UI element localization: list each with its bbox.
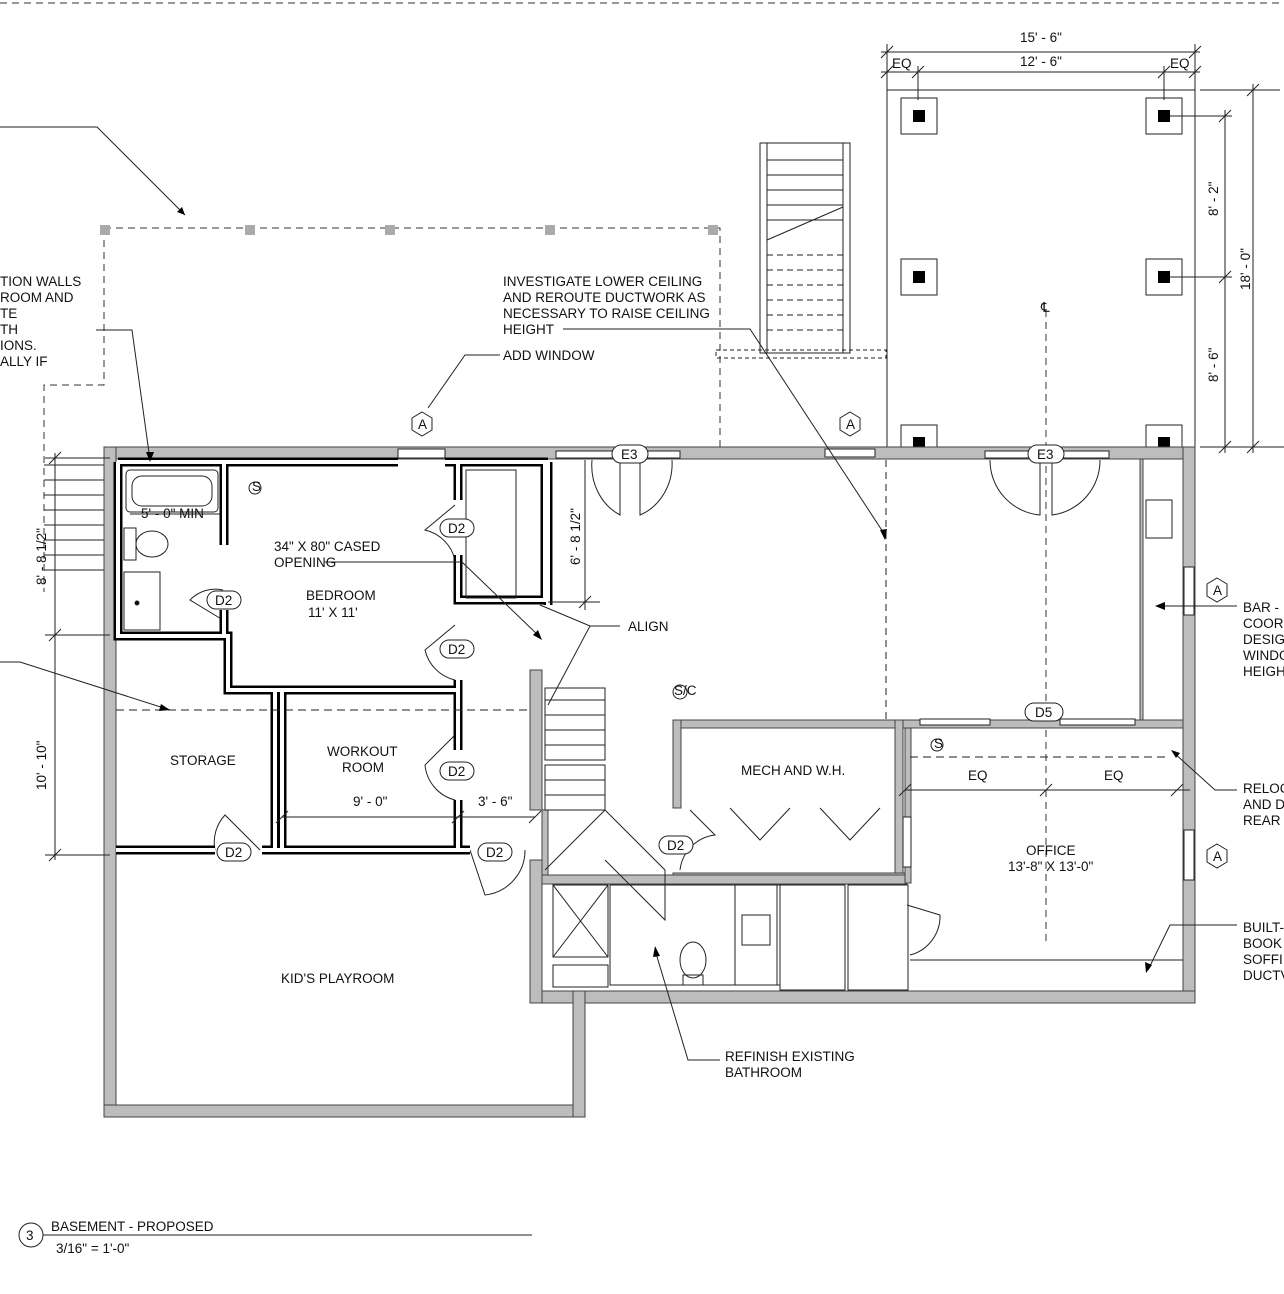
door-tag: D2	[448, 642, 465, 657]
svg-text:BOOK: BOOK	[1243, 936, 1282, 951]
svg-text:RELOC: RELOC	[1243, 781, 1284, 796]
note-bar: BAR - COOR DESIG WINDO HEIGH	[1243, 600, 1284, 679]
svg-text:INVESTIGATE LOWER CEILING: INVESTIGATE LOWER CEILING	[503, 274, 702, 289]
smoke-co-detector: S/C	[674, 683, 697, 698]
room-size-office: 13'-8" X 13'-0"	[1008, 859, 1093, 874]
svg-text:DESIG: DESIG	[1243, 632, 1284, 647]
svg-text:HEIGHT: HEIGHT	[503, 322, 554, 337]
note-add-window: ADD WINDOW	[503, 348, 595, 363]
door-tag: D2	[448, 521, 465, 536]
window-tag: A	[418, 417, 427, 432]
room-name-office: OFFICE	[1026, 843, 1076, 858]
svg-text:DUCTV: DUCTV	[1243, 968, 1284, 983]
door-tags	[206, 444, 1065, 862]
window-tag: A	[846, 417, 855, 432]
note-align: ALIGN	[628, 619, 669, 634]
existing-deck-outline	[43, 225, 721, 592]
door-tag: E3	[621, 447, 638, 462]
svg-text:ROOM AND: ROOM AND	[0, 290, 74, 305]
room-name-workout: WORKOUT	[327, 744, 398, 759]
note-built-in: BUILT- BOOK SOFFI DUCTV	[1243, 920, 1284, 983]
openings	[397, 448, 1195, 881]
exterior-stair	[715, 142, 887, 359]
svg-text:NECESSARY TO RAISE CEILING: NECESSARY TO RAISE CEILING	[503, 306, 710, 321]
room-name-playroom: KID'S PLAYROOM	[281, 971, 394, 986]
window-tag: A	[1213, 849, 1222, 864]
dim-workout-width: 9' - 0"	[353, 794, 388, 809]
note-cased-opening: 34" X 80" CASED	[274, 539, 381, 554]
room-name-mech: MECH AND W.H.	[741, 763, 845, 778]
note-bathroom: REFINISH EXISTING	[725, 1049, 855, 1064]
porch-dimensions	[880, 44, 1284, 454]
dim-porch-depth: 18' - 0"	[1238, 248, 1253, 290]
dim-left-lower: 10' - 10"	[34, 740, 49, 790]
door-tag: D2	[215, 593, 232, 608]
leader-lines	[0, 126, 1237, 1061]
door-tag: D2	[486, 845, 503, 860]
leader-arrows	[146, 207, 1180, 973]
dim-porch-lower: 8' - 6"	[1206, 347, 1221, 382]
smoke-detector: S	[934, 736, 943, 751]
svg-text:TE: TE	[0, 306, 17, 321]
dim-eq: EQ	[892, 56, 912, 71]
dim-eq: EQ	[1170, 56, 1190, 71]
svg-text:WINDO: WINDO	[1243, 648, 1284, 663]
svg-text:TION WALLS: TION WALLS	[0, 274, 81, 289]
drawing-title: 3 BASEMENT - PROPOSED 3/16" = 1'-0"	[18, 1219, 532, 1256]
door-tag: D5	[1035, 705, 1052, 720]
svg-text:AND REROUTE DUCTWORK AS: AND REROUTE DUCTWORK AS	[503, 290, 706, 305]
door-tag: D2	[225, 845, 242, 860]
svg-text:BAR -: BAR -	[1243, 600, 1279, 615]
dim-eq: EQ	[1104, 768, 1124, 783]
svg-text:COOR: COOR	[1243, 616, 1284, 631]
svg-text:HEIGH: HEIGH	[1243, 664, 1284, 679]
exterior-walls	[103, 446, 1196, 1118]
dim-left-upper: 8' - 8 1/2"	[34, 528, 49, 585]
note-cased-opening: OPENING	[274, 555, 336, 570]
window-tags	[248, 411, 1228, 869]
door-tag: E3	[1037, 447, 1054, 462]
window-tag: A	[1213, 583, 1222, 598]
svg-text:TH: TH	[0, 322, 18, 337]
dim-hall-width: 3' - 6"	[478, 794, 513, 809]
note-bathroom: BATHROOM	[725, 1065, 802, 1080]
svg-text:SOFFI: SOFFI	[1243, 952, 1283, 967]
dim-porch-upper: 8' - 2"	[1206, 181, 1221, 216]
room-size-bedroom: 11' X 11'	[308, 605, 358, 620]
svg-text:REAR: REAR	[1243, 813, 1281, 828]
centerline-symbol: ℄	[1040, 300, 1050, 315]
door-tag: D2	[448, 764, 465, 779]
interior-dimensions	[45, 451, 1190, 862]
door-tag: D2	[667, 838, 684, 853]
dim-eq: EQ	[968, 768, 988, 783]
room-name-bedroom: BEDROOM	[306, 588, 376, 603]
drawing-number: 3	[26, 1228, 34, 1243]
note-ceiling: INVESTIGATE LOWER CEILING AND REROUTE DU…	[503, 274, 710, 337]
svg-text:IONS.: IONS.	[0, 338, 37, 353]
svg-text:AND D: AND D	[1243, 797, 1284, 812]
dim-min-clearance: 5' - 0" MIN	[141, 506, 204, 521]
room-name-workout: ROOM	[342, 760, 384, 775]
proposed-porch: ℄	[886, 89, 1196, 945]
fixtures	[116, 460, 1183, 991]
note-relocate: RELOC AND D REAR	[1243, 781, 1284, 828]
dim-porch-inner: 12' - 6"	[1020, 54, 1062, 69]
svg-text:ALLY IF: ALLY IF	[0, 354, 48, 369]
smoke-detector: S	[252, 479, 261, 494]
dim-porch-overall: 15' - 6"	[1020, 30, 1062, 45]
room-name-storage: STORAGE	[170, 753, 236, 768]
note-left: TION WALLS ROOM AND TE TH IONS. ALLY IF	[0, 274, 81, 369]
dim-door-height: 6' - 8 1/2"	[568, 508, 583, 565]
door-swings	[189, 459, 1101, 956]
svg-text:BUILT-: BUILT-	[1243, 920, 1284, 935]
drawing-title-text: BASEMENT - PROPOSED	[51, 1219, 214, 1234]
drawing-scale: 3/16" = 1'-0"	[56, 1241, 130, 1256]
